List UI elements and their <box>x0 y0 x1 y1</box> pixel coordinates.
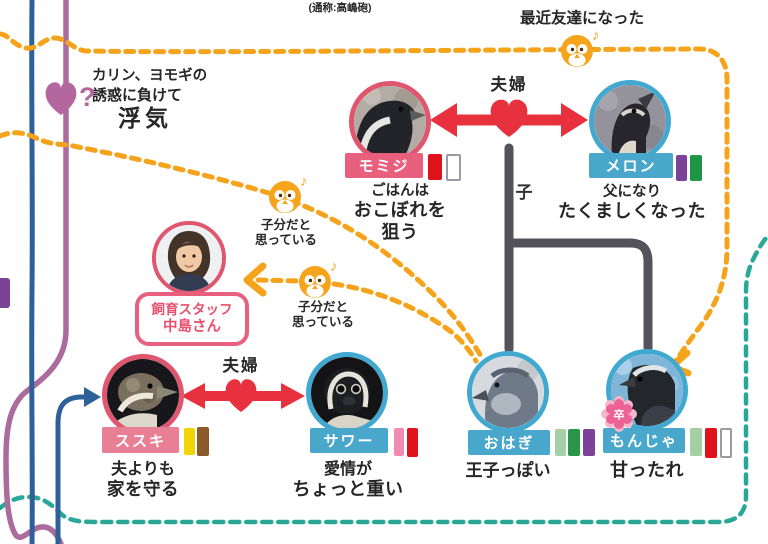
orange-arrowhead-staff <box>243 262 267 297</box>
orange-line-kobun-2a <box>255 277 303 284</box>
penguin-name-ohagi: おはぎ <box>483 435 535 452</box>
couple-label-top: 夫婦 <box>490 76 528 94</box>
kobun-1-line2: 思っている <box>255 232 317 247</box>
penguin-photo-ohagi <box>467 351 549 433</box>
staff-name-box: 飼育スタッフ 中島さん <box>135 292 249 346</box>
note-affair-line2: 誘惑に負けて <box>92 87 183 104</box>
color-chip <box>690 428 702 456</box>
desc-line: 父になり <box>603 184 661 200</box>
penguin-photo-melon <box>589 80 671 162</box>
affair-question-mark: ? <box>79 82 96 112</box>
sotsu-badge-text: 卒 <box>614 408 625 422</box>
color-chip <box>428 154 442 180</box>
note-kobun-2: 子分だと 思っている <box>284 300 362 330</box>
penguin-photo-momiji <box>349 81 431 163</box>
name-plate-sawa: サワー <box>310 428 388 453</box>
heart-top <box>490 99 528 137</box>
kobun-1-line1: 子分だと <box>260 218 311 232</box>
desc-line: 王子っぽい <box>465 461 551 480</box>
penguin-desc-monja: 甘ったれ <box>577 460 717 482</box>
desc-line: ごはんは <box>371 183 429 199</box>
color-chip <box>676 155 687 181</box>
staff-role: 飼育スタッフ <box>151 301 233 317</box>
orange-line-kobun-1 <box>0 130 484 359</box>
penguin-photo-susuki <box>102 354 184 436</box>
name-plate-ohagi: おはぎ <box>468 430 550 455</box>
desc-line: 狙う <box>381 221 419 242</box>
penguin-desc-melon: 父になり たくましくなった <box>556 184 708 223</box>
name-plate-susuki: ススキ <box>102 427 179 453</box>
note-affair-line3: 浮気 <box>118 105 172 131</box>
desc-line: 家を守る <box>107 479 179 500</box>
color-chip <box>394 428 404 456</box>
penguin-name-monja: もんじゃ <box>609 433 678 450</box>
desc-line: 愛情が <box>323 461 372 478</box>
penguin-desc-momiji: ごはんは おこぼれを 狙う <box>330 183 470 244</box>
desc-line: ちょっと重い <box>292 479 404 500</box>
color-chip <box>690 155 702 181</box>
color-chip <box>705 428 717 458</box>
blue-line-arrow-branch <box>55 394 91 544</box>
orange-line-friends <box>0 31 730 367</box>
desc-line: 夫よりも <box>111 461 175 478</box>
mauve-line <box>3 0 69 544</box>
chick-icon-1: ♪ <box>264 172 312 220</box>
penguin-desc-susuki: 夫よりも 家を守る <box>73 460 213 500</box>
name-plate-melon: メロン <box>589 153 673 178</box>
color-chip <box>568 429 580 456</box>
desc-line: おこぼれを <box>353 200 447 221</box>
penguin-photo-sawa <box>306 352 388 434</box>
color-chip <box>446 154 461 181</box>
music-note-icon: ♪ <box>330 258 338 275</box>
blue-arrowhead <box>84 387 101 407</box>
color-chip <box>555 429 566 456</box>
staff-name: 中島さん <box>163 319 221 336</box>
blue-line-vertical <box>29 0 35 544</box>
note-recent-friends: 最近友達になった <box>519 10 644 27</box>
name-plate-momiji: モミジ <box>345 153 423 178</box>
couple-label-bottom: 夫婦 <box>222 357 260 375</box>
family-line-child-2 <box>504 238 653 353</box>
name-plate-monja: もんじゃ <box>603 428 685 453</box>
kobun-2-line2: 思っている <box>292 314 354 329</box>
note-kobun-1: 子分だと 思っている <box>242 218 330 248</box>
penguin-name-melon: メロン <box>605 158 657 175</box>
staff-photo <box>152 221 226 295</box>
child-label: 子 <box>515 183 533 202</box>
chick-icon-2: ♪ <box>294 257 342 305</box>
music-note-icon: ♪ <box>592 27 600 44</box>
kobun-2-line1: 子分だと <box>297 300 348 314</box>
heart-affair <box>45 82 77 115</box>
penguin-desc-ohagi: 王子っぽい <box>438 461 578 481</box>
penguin-name-momiji: モミジ <box>358 158 410 175</box>
desc-line: たくましくなった <box>558 201 706 222</box>
sotsu-badge: 卒 <box>601 396 637 432</box>
color-chip <box>407 428 418 457</box>
desc-line: 甘ったれ <box>610 460 684 480</box>
color-chip <box>720 428 732 458</box>
color-chip <box>583 429 595 456</box>
penguin-name-sawa: サワー <box>323 433 375 450</box>
note-affair-line1: カリン、ヨモギの <box>92 68 208 84</box>
penguin-name-susuki: ススキ <box>114 432 166 450</box>
color-chip <box>197 427 209 456</box>
color-chip <box>184 428 195 455</box>
teal-dashed-line <box>0 233 768 525</box>
heart-bottom <box>225 379 257 412</box>
chick-icon-friends: ♪ <box>556 26 604 74</box>
music-note-icon: ♪ <box>300 173 308 190</box>
alias-note: (通称:高嶋砲) <box>308 2 372 14</box>
orange-line-kobun-2b <box>331 281 479 364</box>
side-color-chip <box>0 278 10 308</box>
penguin-desc-sawa: 愛情が ちょっと重い <box>274 460 422 501</box>
